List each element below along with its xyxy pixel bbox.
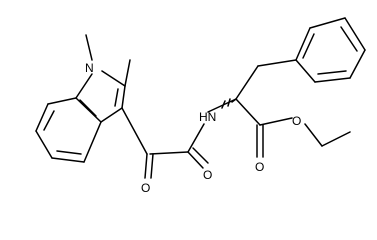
atom-labels: N HN O O O O — [85, 61, 301, 195]
stereo-hash-bond — [221, 98, 237, 109]
bond-lines — [35, 17, 366, 179]
atom-label-o-ester-ether: O — [292, 114, 301, 128]
atom-label-o-ester-carbonyl: O — [255, 160, 264, 174]
atom-label-o-ketone: O — [141, 181, 150, 195]
atom-label-nh-amide: HN — [199, 110, 216, 124]
atom-label-n-indole: N — [85, 61, 94, 75]
molecule-structure: N HN O O O O — [35, 17, 366, 195]
atom-label-o-amide: O — [203, 168, 212, 182]
